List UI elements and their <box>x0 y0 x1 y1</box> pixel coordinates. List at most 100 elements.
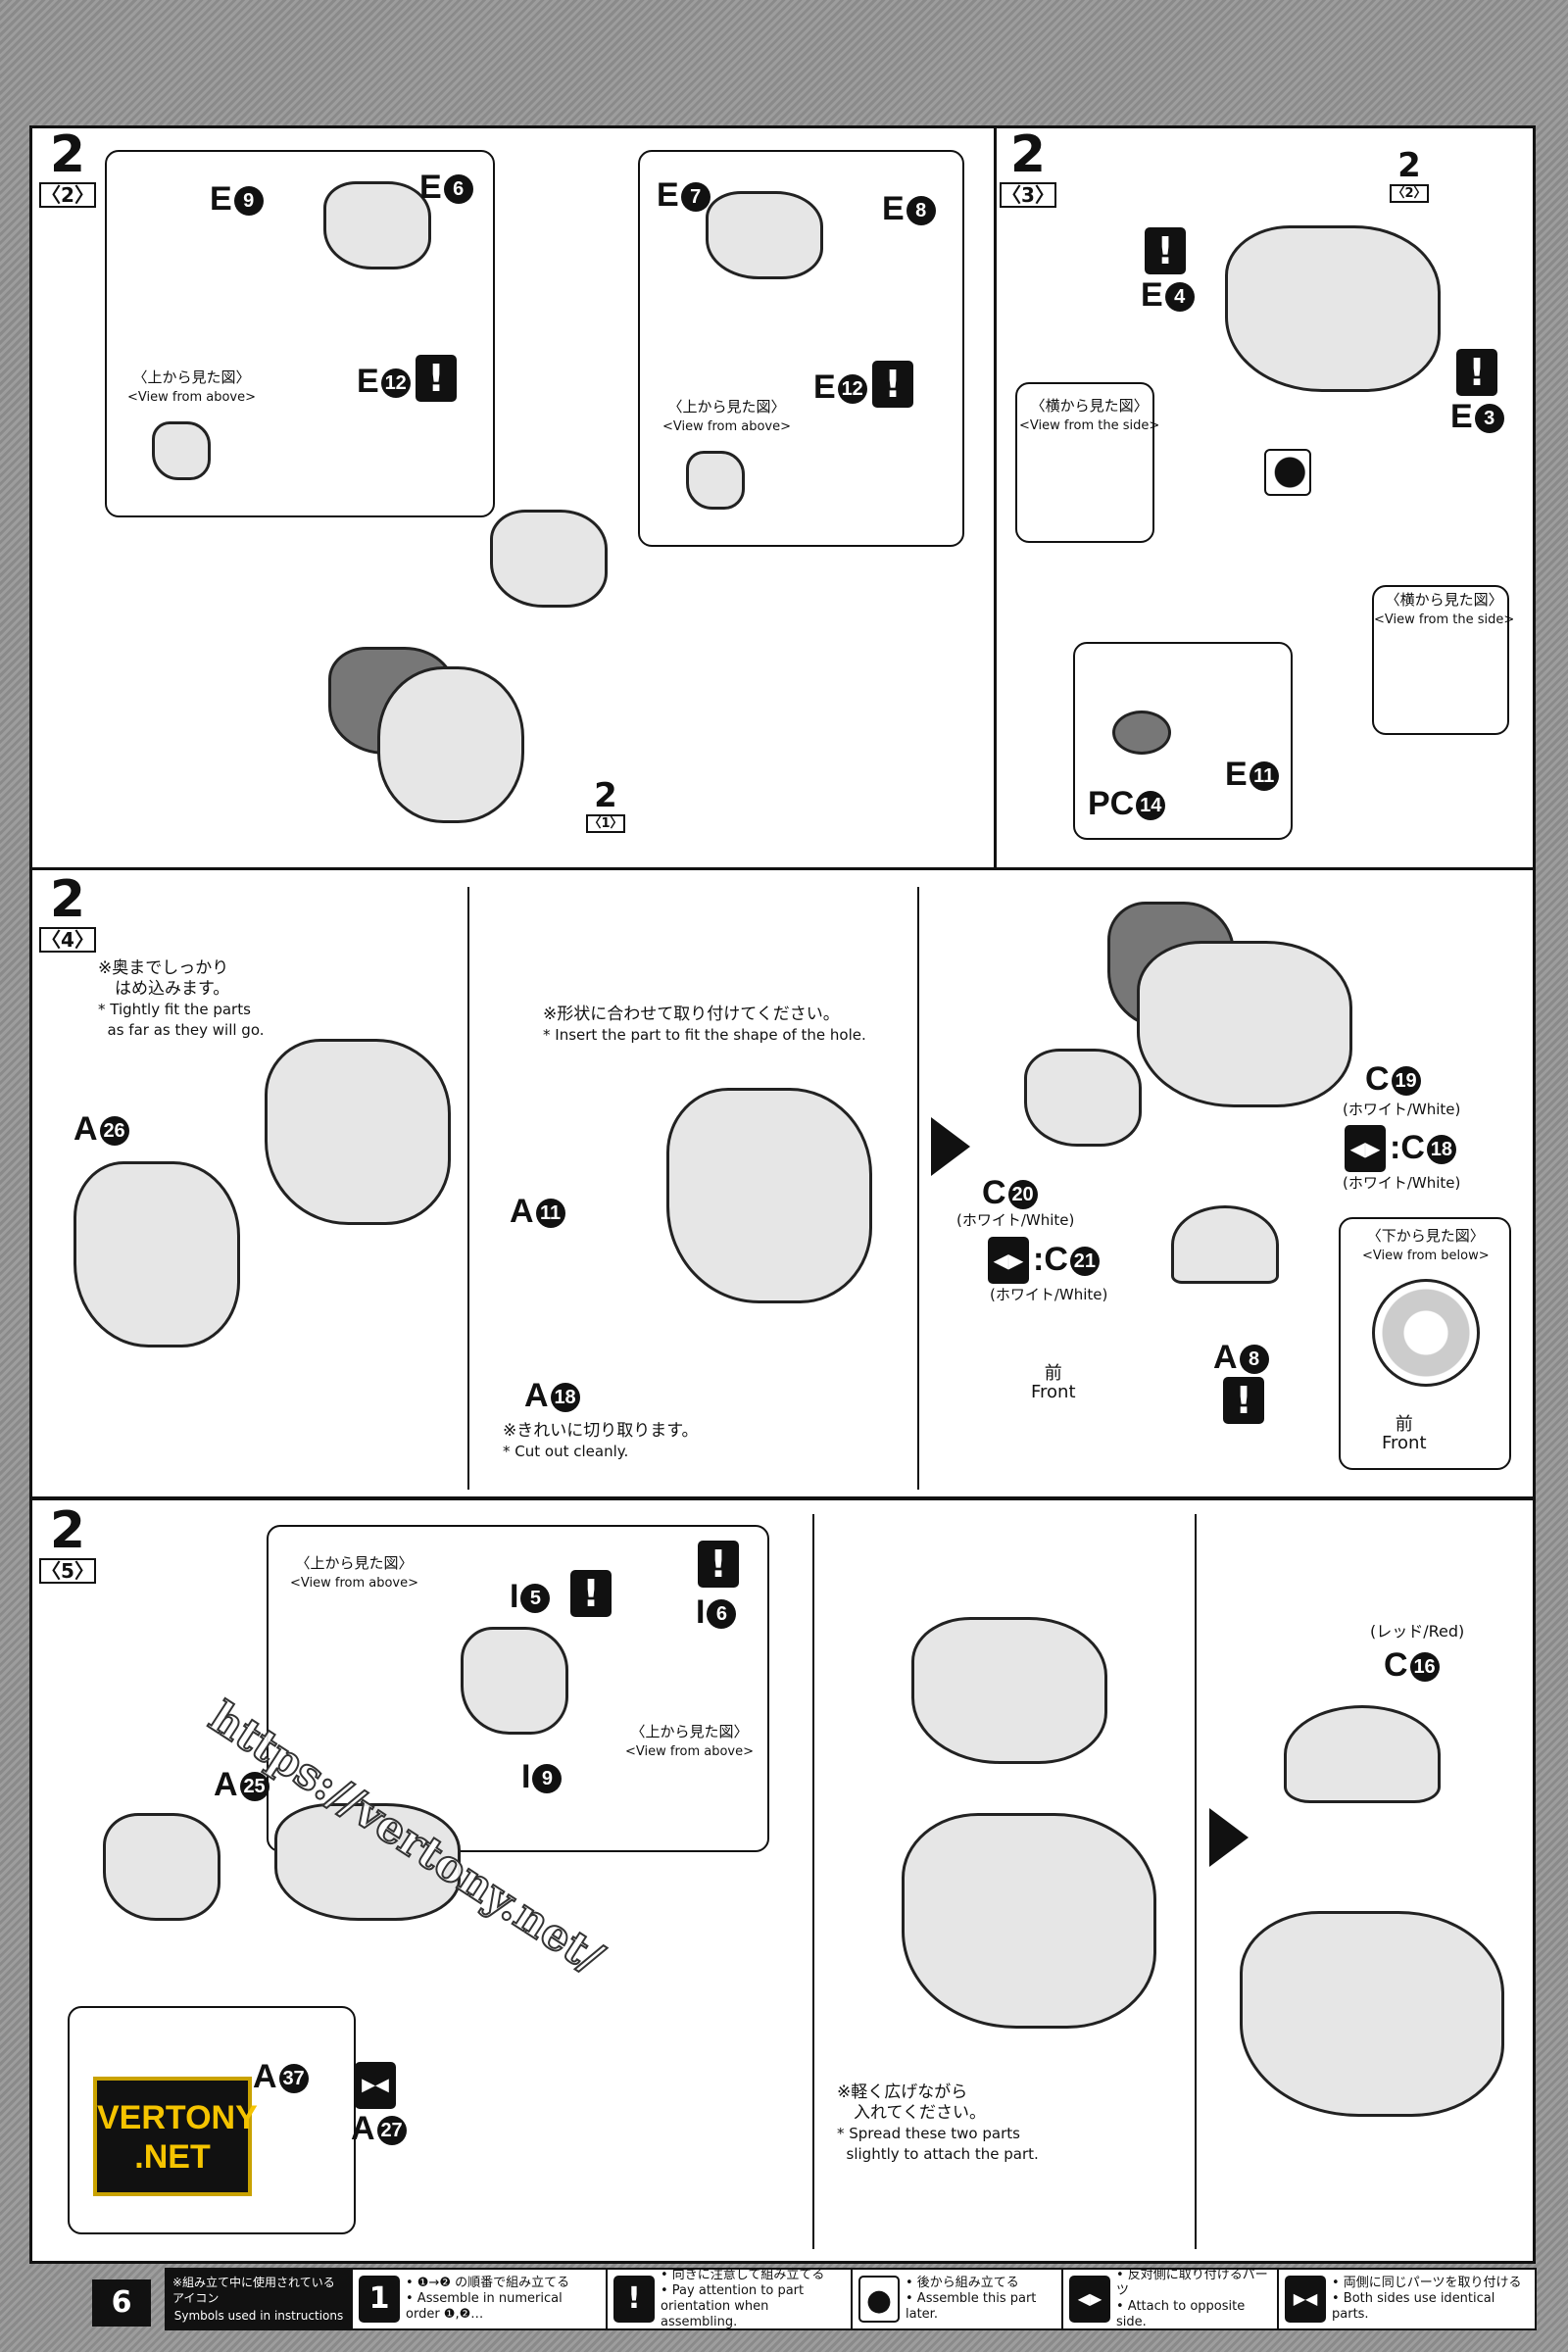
exclamation-icon: ! <box>1145 227 1186 274</box>
ref-step-2-2: 2〈2〉 <box>1390 149 1429 203</box>
divider <box>1195 1514 1197 2249</box>
note-fit-shape: ※形状に合わせて取り付けてください。* Insert the part to f… <box>543 1004 866 1044</box>
legend-item-opposite: ◀▶• 反対側に取り付けるパーツ• Attach to opposite sid… <box>1063 2268 1279 2329</box>
color-white-c20: (ホワイト/White) <box>956 1211 1075 1229</box>
color-red-label: (レッド/Red) <box>1370 1622 1465 1641</box>
opposite-side-icon: ◀▶ <box>1069 2276 1110 2323</box>
order-diamond-icon: 1 <box>359 2276 400 2323</box>
divider <box>917 887 919 1490</box>
vertony-watermark-logo: VERTONY .NET <box>93 2077 258 2196</box>
part-drawing <box>1171 1205 1279 1284</box>
part-drawing <box>152 421 211 480</box>
note-cut-cleanly: ※きれいに切り取ります。* Cut out cleanly. <box>503 1421 699 1460</box>
part-drawing <box>1225 225 1441 392</box>
later-circle-icon: ● <box>858 2276 900 2323</box>
part-drawing <box>1137 941 1352 1107</box>
view-above-label-1: 〈上から見た図〉<View from above> <box>127 368 257 405</box>
both-sides-icon: ▶◀ <box>355 2062 396 2109</box>
exclamation-icon: ! <box>416 355 457 402</box>
exclamation-icon: ! <box>872 361 913 408</box>
ref-step-2-1: 2〈1〉 <box>586 779 625 833</box>
assemble-later-icon <box>1264 449 1311 496</box>
legend-item-order: 1• ❶→❷ の順番で組み立てる• Assemble in numerical … <box>353 2270 608 2328</box>
view-below-label: 〈下から見た図〉<View from below> <box>1362 1227 1490 1263</box>
step-sub: 〈2〉 <box>39 182 96 208</box>
next-arrow-icon <box>931 1117 970 1176</box>
part-drawing <box>274 1803 461 1921</box>
part-drawing <box>265 1039 451 1225</box>
part-drawing <box>74 1161 240 1348</box>
part-drawing <box>1240 1911 1504 2117</box>
next-arrow-icon <box>1209 1808 1249 1867</box>
view-side-callout-1 <box>1015 382 1154 543</box>
color-white-c18: (ホワイト/White) <box>1343 1174 1461 1192</box>
view-side-label-1: 〈横から見た図〉<View from the side> <box>1019 397 1160 433</box>
view-side-label-2: 〈横から見た図〉<View from the side> <box>1374 591 1515 627</box>
part-drawing <box>911 1617 1107 1764</box>
part-drawing <box>902 1813 1156 2029</box>
legend-item-both-sides: ▶◀• 両側に同じパーツを取り付ける• Both sides use ident… <box>1279 2270 1535 2328</box>
exclamation-icon: ! <box>698 1541 739 1588</box>
part-drawing <box>1284 1705 1441 1803</box>
exclamation-icon: ! <box>1223 1377 1264 1424</box>
page-number: 6 <box>92 2279 151 2327</box>
part-drawing <box>706 191 823 279</box>
note-tight-fit: ※奥までしっかり はめ込みます。* Tightly fit the parts … <box>98 958 265 1039</box>
color-white-c19: (ホワイト/White) <box>1343 1101 1461 1118</box>
exclamation-icon: ! <box>570 1570 612 1617</box>
divider <box>812 1514 814 2249</box>
opposite-side-icon: ◀▶ <box>1345 1125 1386 1172</box>
legend-item-later: ●• 後から組み立てる• Assemble this part later. <box>853 2270 1063 2328</box>
part-drawing <box>377 666 524 823</box>
both-sides-icon: ▶◀ <box>1285 2276 1326 2323</box>
part-bottom-view-drawing <box>1372 1279 1480 1387</box>
part-drawing <box>461 1627 568 1735</box>
opposite-side-icon: ◀▶ <box>988 1237 1029 1284</box>
part-drawing <box>1112 710 1171 755</box>
part-drawing <box>666 1088 872 1303</box>
exclamation-icon: ! <box>1456 349 1497 396</box>
part-drawing <box>1024 1049 1142 1147</box>
detail-callout-pc14 <box>1073 642 1293 840</box>
view-above-label-2: 〈上から見た図〉<View from above> <box>625 1723 755 1759</box>
step-number-2-5: 2〈5〉 <box>39 1505 96 1584</box>
part-drawing <box>103 1813 220 1921</box>
part-drawing <box>686 451 745 510</box>
color-white-c21: (ホワイト/White) <box>990 1286 1108 1303</box>
part-drawing <box>323 181 431 270</box>
view-above-label-1: 〈上から見た図〉<View from above> <box>290 1554 419 1591</box>
view-above-label-2: 〈上から見た図〉<View from above> <box>662 398 792 434</box>
exclamation-icon: ! <box>613 2276 655 2323</box>
step-number-2-4: 2〈4〉 <box>39 874 96 953</box>
part-drawing <box>490 510 608 608</box>
view-side-callout-2 <box>1372 585 1509 735</box>
step-number-2-2: 2〈2〉 <box>39 129 96 208</box>
note-spread-parts: ※軽く広げながら 入れてください。* Spread these two part… <box>837 2082 1039 2163</box>
